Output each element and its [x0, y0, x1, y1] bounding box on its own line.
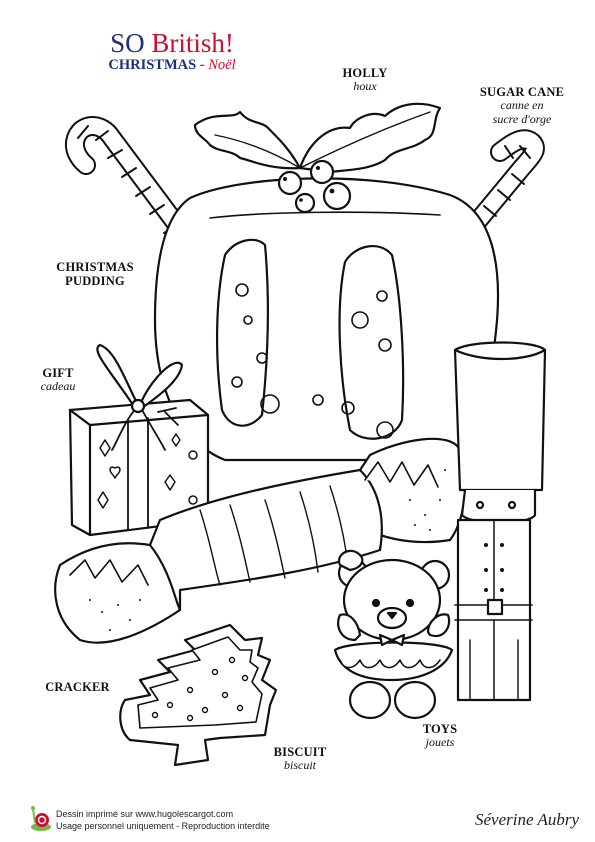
artist-signature: Séverine Aubry — [474, 810, 579, 829]
label-pudding: CHRISTMAS PUDDING — [40, 260, 150, 289]
label-holly: HOLLY houx — [325, 66, 405, 94]
label-sugar-cane-fr2: sucre d'orge — [492, 112, 552, 127]
subtitle-french: Noël — [208, 57, 236, 73]
label-biscuit-en: BISCUIT — [273, 745, 327, 759]
label-cracker: CRACKER — [30, 680, 125, 694]
label-biscuit-fr: biscuit — [284, 758, 316, 773]
toy-soldier — [453, 341, 547, 702]
snail-logo-icon — [31, 806, 51, 831]
teddy-bear — [333, 549, 454, 720]
christmas-pudding — [153, 177, 500, 462]
label-cracker-en: CRACKER — [45, 680, 110, 694]
label-toys-en: TOYS — [422, 722, 458, 736]
label-holly-fr: houx — [353, 79, 377, 94]
holly-sprig — [193, 102, 442, 214]
label-pudding-en2: PUDDING — [65, 274, 125, 289]
label-holly-en: HOLLY — [342, 66, 388, 80]
page-subtitle: CHRISTMAS - Noël — [102, 57, 242, 74]
logo-bang: ! — [224, 28, 234, 58]
gift-box — [68, 343, 210, 537]
label-toys-fr: jouets — [425, 735, 455, 750]
logo-wordmark: SO British! — [102, 28, 242, 59]
brand-logo: SO British! CHRISTMAS - Noël — [102, 28, 242, 74]
candy-cane-left — [65, 116, 202, 255]
label-gift: GIFT cadeau — [28, 366, 88, 394]
footer-line-2: Usage personnel uniquement - Reproductio… — [56, 821, 270, 831]
logo-so: SO — [110, 28, 145, 58]
subtitle-separator: - — [196, 57, 209, 73]
tree-biscuit — [119, 623, 278, 767]
label-sugar-cane-fr1: canne en — [500, 98, 544, 113]
christmas-cracker — [54, 437, 467, 644]
footer-line-1: Dessin imprimé sur www.hugolescargot.com — [56, 809, 234, 819]
logo-british: British — [151, 28, 225, 58]
label-sugar-cane: SUGAR CANE canne en sucre d'orge — [460, 85, 584, 127]
label-biscuit: BISCUIT biscuit — [265, 745, 335, 773]
label-sugar-cane-en: SUGAR CANE — [479, 85, 565, 99]
label-toys: TOYS jouets — [410, 722, 470, 750]
label-pudding-en1: CHRISTMAS — [56, 260, 134, 274]
subtitle-english: CHRISTMAS — [108, 57, 197, 73]
footer-credits: Dessin imprimé sur www.hugolescargot.com… — [56, 808, 270, 832]
label-gift-fr: cadeau — [40, 379, 76, 394]
label-gift-en: GIFT — [42, 366, 74, 380]
